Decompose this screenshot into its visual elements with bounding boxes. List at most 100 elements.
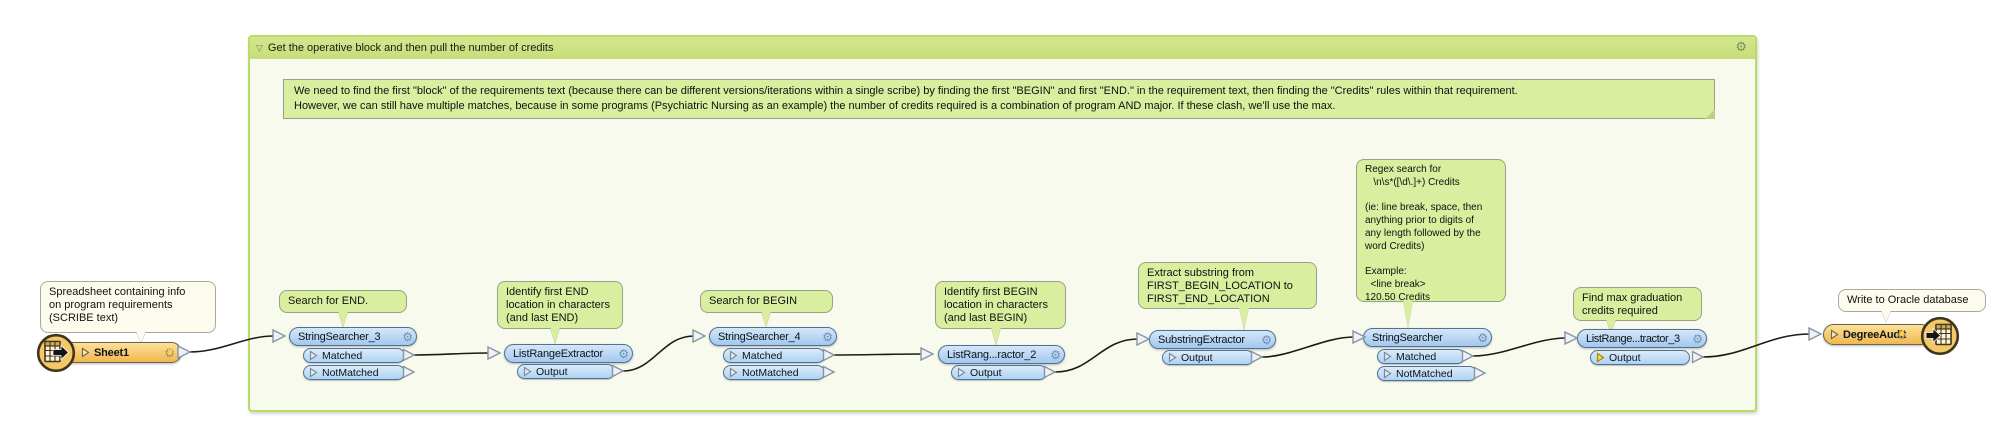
node-label: SubstringExtractor bbox=[1158, 333, 1245, 346]
gear-icon[interactable]: ⚙ bbox=[1261, 332, 1272, 347]
port-matched[interactable]: Matched bbox=[1377, 349, 1465, 364]
output-anchor[interactable] bbox=[176, 344, 192, 360]
comment-text: Identify first END bbox=[506, 286, 589, 298]
port-label: Matched bbox=[1396, 350, 1437, 363]
gear-icon[interactable]: ⚙ bbox=[164, 345, 175, 360]
play-icon bbox=[729, 350, 738, 361]
comment-spreadsheet-source[interactable]: Spreadsheet containing info on program r… bbox=[40, 281, 216, 333]
database-write-icon[interactable] bbox=[1920, 316, 1960, 356]
node-stringsearcher[interactable]: StringSearcher ⚙ bbox=[1363, 328, 1492, 347]
gear-icon[interactable]: ⚙ bbox=[1896, 327, 1907, 342]
comment-text: (SCRIBE text) bbox=[49, 312, 119, 324]
play-icon bbox=[1168, 352, 1177, 363]
play-icon bbox=[309, 367, 318, 378]
gear-icon[interactable]: ⚙ bbox=[1692, 331, 1703, 346]
node-listrangeextractor-3[interactable]: ListRange...tractor_3 ⚙ bbox=[1577, 329, 1707, 348]
gear-icon[interactable]: ⚙ bbox=[1735, 39, 1747, 54]
container-titlebar[interactable]: ▽ Get the operative block and then pull … bbox=[250, 37, 1755, 59]
node-label: StringSearcher bbox=[1372, 331, 1443, 344]
comment-write-to-oracle[interactable]: Write to Oracle database bbox=[1838, 289, 1986, 312]
comment-text: FIRST_BEGIN_LOCATION to bbox=[1147, 280, 1293, 292]
output-anchor[interactable] bbox=[1461, 349, 1475, 363]
node-substringextractor[interactable]: SubstringExtractor ⚙ bbox=[1149, 330, 1276, 349]
input-anchor[interactable] bbox=[1807, 326, 1823, 342]
port-label: Output bbox=[1609, 351, 1641, 364]
comment-text: Write to Oracle database bbox=[1847, 294, 1969, 306]
comment-text: any length followed by the bbox=[1365, 227, 1481, 239]
port-output[interactable]: Output bbox=[1162, 350, 1254, 365]
port-label: NotMatched bbox=[1396, 367, 1453, 380]
node-listrangeextractor[interactable]: ListRangeExtractor ⚙ bbox=[504, 344, 633, 363]
comment-text: Find max graduation bbox=[1582, 292, 1683, 304]
port-label: NotMatched bbox=[322, 366, 379, 379]
comment-text: Identify first BEGIN bbox=[944, 286, 1038, 298]
port-label: Output bbox=[536, 365, 568, 378]
output-anchor[interactable] bbox=[1691, 350, 1705, 364]
input-anchor[interactable] bbox=[1563, 330, 1579, 346]
gear-icon[interactable]: ⚙ bbox=[618, 346, 629, 361]
output-anchor[interactable] bbox=[402, 348, 416, 362]
comment-text: credits required bbox=[1582, 305, 1658, 317]
comment-text: Search for BEGIN bbox=[709, 295, 798, 307]
comment-text: \n\s*([\d\.]+) Credits bbox=[1365, 176, 1460, 188]
spreadsheet-input-icon[interactable] bbox=[36, 333, 76, 373]
comment-extract-substring[interactable]: Extract substring from FIRST_BEGIN_LOCAT… bbox=[1138, 262, 1317, 309]
comment-text: <line break> bbox=[1365, 279, 1426, 291]
node-label: ListRangeExtractor bbox=[513, 347, 603, 360]
note-line: However, we can still have multiple matc… bbox=[294, 100, 1336, 112]
node-degreeaudit[interactable]: DegreeAudit ⚙ bbox=[1823, 324, 1932, 345]
port-notmatched[interactable]: NotMatched bbox=[303, 365, 405, 380]
input-anchor[interactable] bbox=[1351, 329, 1367, 345]
node-stringsearcher-4[interactable]: StringSearcher_4 ⚙ bbox=[709, 327, 837, 346]
comment-identify-first-end[interactable]: Identify first END location in character… bbox=[497, 281, 623, 329]
comment-text: (ie: line break, space, then bbox=[1365, 202, 1483, 214]
comment-text: 120.50 Credits bbox=[1365, 291, 1431, 303]
port-notmatched[interactable]: NotMatched bbox=[723, 365, 825, 380]
comment-identify-first-begin[interactable]: Identify first BEGIN location in charact… bbox=[935, 281, 1066, 329]
input-anchor[interactable] bbox=[486, 345, 502, 361]
comment-text: location in characters bbox=[506, 299, 610, 311]
gear-icon[interactable]: ⚙ bbox=[1050, 347, 1061, 362]
input-anchor[interactable] bbox=[691, 328, 707, 344]
comment-text bbox=[1365, 254, 1497, 267]
output-anchor[interactable] bbox=[402, 365, 416, 379]
collapse-icon[interactable]: ▽ bbox=[256, 42, 263, 53]
node-sheet1[interactable]: Sheet1 ⚙ bbox=[50, 342, 182, 363]
comment-text: FIRST_END_LOCATION bbox=[1147, 293, 1270, 305]
port-output[interactable]: Output bbox=[951, 365, 1047, 380]
container-note[interactable]: We need to find the first "block" of the… bbox=[283, 79, 1715, 119]
output-anchor[interactable] bbox=[1473, 366, 1487, 380]
port-label: Matched bbox=[322, 349, 363, 362]
gear-icon[interactable]: ⚙ bbox=[402, 329, 413, 344]
output-anchor[interactable] bbox=[1043, 365, 1057, 379]
port-matched[interactable]: Matched bbox=[723, 348, 825, 363]
play-icon bbox=[309, 350, 318, 361]
input-anchor[interactable] bbox=[919, 346, 935, 362]
comment-search-for-begin[interactable]: Search for BEGIN bbox=[700, 290, 833, 313]
comment-regex-search[interactable]: Regex search for \n\s*([\d\.]+) Credits … bbox=[1356, 159, 1506, 303]
port-output[interactable]: Output bbox=[517, 364, 615, 379]
comment-search-for-end[interactable]: Search for END. bbox=[279, 290, 407, 313]
port-label: NotMatched bbox=[742, 366, 799, 379]
gear-icon[interactable]: ⚙ bbox=[822, 329, 833, 344]
node-label: ListRange...tractor_3 bbox=[1586, 332, 1680, 345]
input-anchor[interactable] bbox=[1135, 331, 1151, 347]
output-anchor[interactable] bbox=[822, 365, 836, 379]
input-anchor[interactable] bbox=[271, 328, 287, 344]
play-icon bbox=[1596, 352, 1605, 363]
gear-icon[interactable]: ⚙ bbox=[1477, 330, 1488, 345]
output-anchor[interactable] bbox=[611, 364, 625, 378]
node-label: DegreeAudit bbox=[1843, 328, 1907, 341]
node-label: ListRang...ractor_2 bbox=[947, 348, 1037, 361]
output-anchor[interactable] bbox=[822, 348, 836, 362]
comment-find-max-credits[interactable]: Find max graduation credits required bbox=[1573, 287, 1702, 321]
play-icon bbox=[729, 367, 738, 378]
node-listrangeextractor-2[interactable]: ListRang...ractor_2 ⚙ bbox=[938, 345, 1065, 364]
node-stringsearcher-3[interactable]: StringSearcher_3 ⚙ bbox=[289, 327, 417, 346]
output-anchor[interactable] bbox=[1250, 350, 1264, 364]
port-notmatched[interactable]: NotMatched bbox=[1377, 366, 1477, 381]
port-output[interactable]: Output bbox=[1590, 350, 1690, 365]
comment-text: (and last END) bbox=[506, 312, 579, 324]
port-matched[interactable]: Matched bbox=[303, 348, 405, 363]
comment-text: Spreadsheet containing info bbox=[49, 286, 186, 298]
